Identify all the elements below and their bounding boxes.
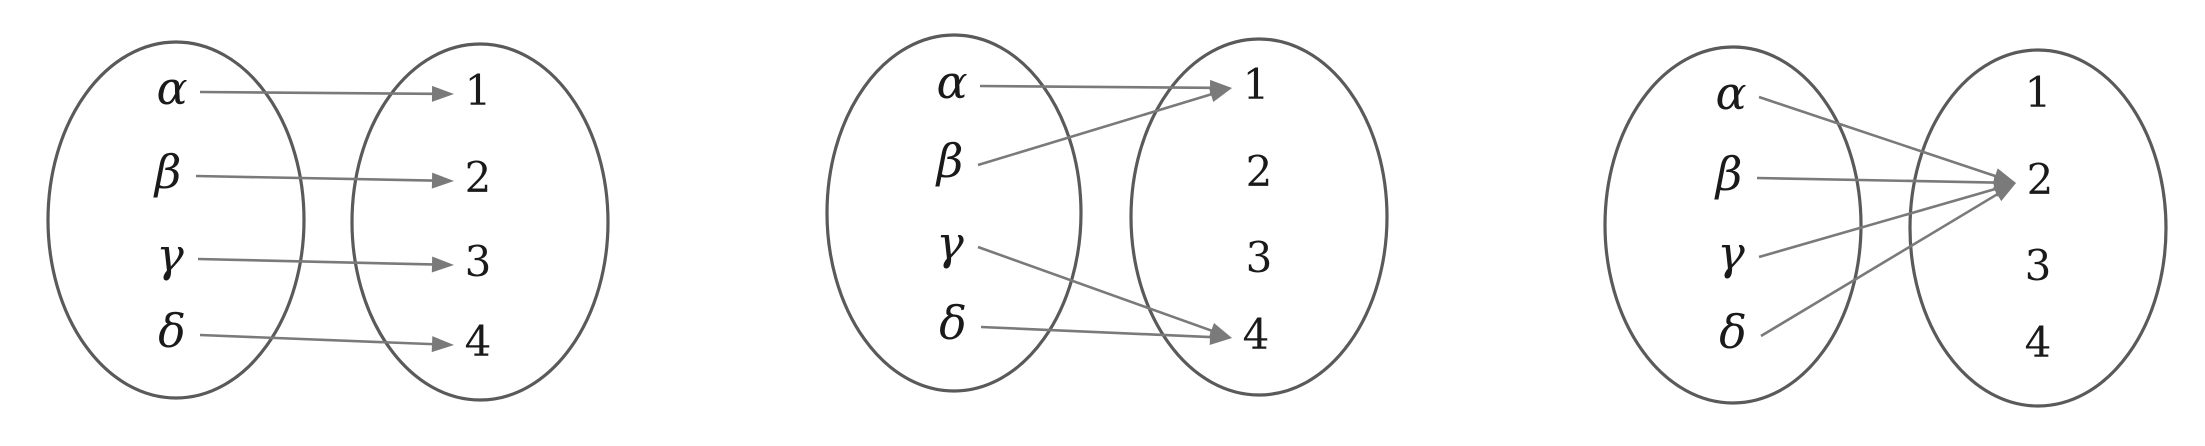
domain-element-label: β xyxy=(1714,147,1743,201)
domain-element-label: γ xyxy=(156,228,184,282)
codomain-element-label: 3 xyxy=(465,237,492,286)
arrowhead-icon xyxy=(431,256,454,273)
mapping-arrow xyxy=(977,93,1212,167)
mapping-arrow xyxy=(199,90,433,96)
arrowhead-icon xyxy=(1209,329,1232,346)
domain-element-label: δ xyxy=(939,296,967,350)
mapping-arrow xyxy=(1758,187,1996,259)
arrowhead-icon xyxy=(1993,183,2016,202)
domain-set-ellipse xyxy=(46,40,306,400)
mapping-arrow xyxy=(980,325,1211,339)
mapping-arrow xyxy=(979,84,1211,90)
mapping-arrow xyxy=(977,245,1212,332)
codomain-element-label: 4 xyxy=(2025,318,2052,367)
codomain-element-label: 3 xyxy=(1246,233,1273,282)
mapping-arrow xyxy=(1760,193,1998,338)
arrowhead-icon xyxy=(1208,86,1232,103)
mapping-arrow xyxy=(195,174,433,182)
arrowhead-icon xyxy=(431,172,454,189)
mapping-arrow xyxy=(1758,95,1996,178)
codomain-element-label: 4 xyxy=(465,317,492,366)
mapping-arrow xyxy=(199,333,433,346)
codomain-element-label: 2 xyxy=(2027,155,2054,204)
codomain-element-label: 2 xyxy=(465,153,492,202)
domain-set-ellipse xyxy=(1603,45,1863,405)
codomain-set-ellipse xyxy=(1129,37,1389,397)
codomain-element-label: 1 xyxy=(2025,68,2052,117)
codomain-element-label: 3 xyxy=(2025,241,2052,290)
domain-element-label: α xyxy=(936,55,967,109)
codomain-set-ellipse xyxy=(350,42,610,402)
codomain-element-label: 4 xyxy=(1243,310,1270,359)
mapping-arrow xyxy=(1756,176,1995,184)
domain-element-label: β xyxy=(935,134,964,188)
codomain-element-label: 2 xyxy=(1246,147,1273,196)
domain-element-label: α xyxy=(1715,66,1746,120)
mapping-arrow xyxy=(197,257,433,266)
domain-element-label: δ xyxy=(1719,305,1747,359)
domain-element-label: γ xyxy=(936,216,964,270)
codomain-set-ellipse xyxy=(1908,48,2168,408)
codomain-element-label: 1 xyxy=(465,66,492,115)
arrowhead-icon xyxy=(431,336,454,353)
domain-element-label: γ xyxy=(1717,226,1745,280)
domain-element-label: β xyxy=(153,145,182,199)
domain-set-ellipse xyxy=(825,33,1083,393)
arrowhead-icon xyxy=(431,85,454,102)
codomain-element-label: 1 xyxy=(1243,60,1270,109)
domain-element-label: α xyxy=(156,61,187,115)
domain-element-label: δ xyxy=(158,304,186,358)
